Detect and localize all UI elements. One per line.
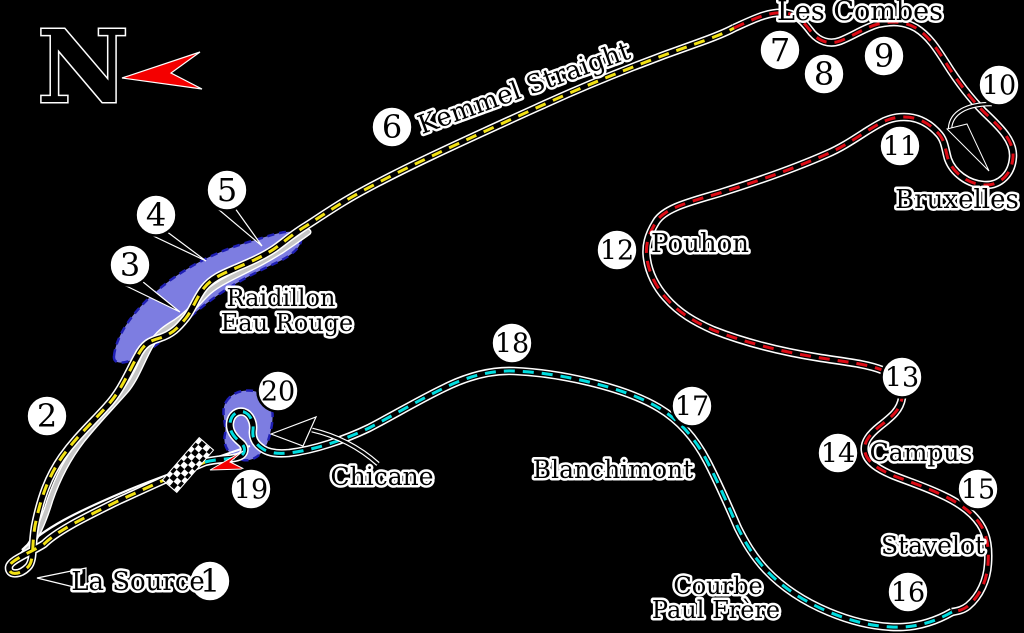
track-sector-1-yellow — [7, 26, 735, 575]
race-direction-arrow — [209, 450, 245, 471]
corner-marker-14: 14 — [816, 431, 860, 475]
chicane-arrowhead — [269, 415, 318, 447]
corner-number-12: 12 — [600, 236, 634, 267]
corner-marker-4: 4 — [134, 193, 178, 237]
chicane-leader — [269, 415, 380, 466]
corner-number-16: 16 — [891, 578, 925, 609]
north-arrow-icon — [121, 51, 203, 90]
corner-number-20: 20 — [261, 377, 295, 408]
corner-marker-20: 20 — [256, 369, 300, 413]
map-label-stavelot: Stavelot — [881, 531, 985, 560]
corner-marker-15: 15 — [956, 467, 1000, 511]
corner-number-6: 6 — [382, 108, 402, 146]
map-label-chicane: Chicane — [330, 462, 433, 491]
corner-number-9: 9 — [874, 37, 894, 75]
corner-number-18: 18 — [495, 329, 529, 360]
map-label-la-source: La Source — [71, 567, 205, 597]
corner-number-2: 2 — [37, 397, 57, 435]
corner-number-19: 19 — [234, 475, 268, 506]
corner-marker-1: 1 — [188, 559, 232, 603]
map-label-raidillon: Raidillon — [227, 284, 336, 312]
corner-number-15: 15 — [961, 475, 995, 506]
corner-marker-2: 2 — [25, 394, 69, 438]
map-label-kemmel-straight: Kemmel Straight — [414, 36, 635, 141]
corner-marker-13: 13 — [880, 355, 924, 399]
north-indicator: N — [36, 7, 203, 128]
corner-marker-18: 18 — [490, 321, 534, 365]
corner-marker-10: 10 — [977, 63, 1021, 107]
corner-marker-9: 9 — [862, 34, 906, 78]
map-label-les-combes: Les Combes — [777, 0, 943, 27]
corner-number-8: 8 — [814, 55, 834, 93]
corner-marker-7: 7 — [758, 28, 802, 72]
corner-number-17: 17 — [675, 392, 709, 423]
corner-marker-19: 19 — [229, 467, 273, 511]
map-label-campus: Campus — [870, 438, 973, 467]
map-label-pouhon: Pouhon — [651, 229, 749, 259]
corner-marker-8: 8 — [802, 52, 846, 96]
start-finish-checkered-line — [161, 436, 215, 494]
corner-number-13: 13 — [885, 363, 919, 394]
corner-number-4: 4 — [146, 196, 166, 234]
map-label-courbe: Courbe — [673, 572, 762, 600]
map-label-paul-fr-re: Paul Frère — [652, 596, 780, 624]
track-sector-2-red — [644, 11, 1015, 614]
turn-10-arrowhead — [946, 123, 990, 172]
corner-marker-11: 11 — [878, 124, 922, 168]
map-label-eau-rouge: Eau Rouge — [221, 309, 353, 337]
leader-wedge-la-source — [36, 567, 87, 591]
corner-number-10: 10 — [982, 71, 1016, 102]
corner-number-14: 14 — [821, 439, 855, 470]
corner-number-11: 11 — [883, 132, 917, 163]
corner-number-5: 5 — [217, 171, 237, 209]
corner-marker-6: 6 — [370, 105, 414, 149]
corner-number-1: 1 — [200, 562, 220, 600]
corner-marker-12: 12 — [595, 228, 639, 272]
map-label-bruxelles: Bruxelles — [895, 185, 1019, 215]
corner-marker-5: 5 — [205, 168, 249, 212]
corner-marker-16: 16 — [886, 570, 930, 614]
turn-10-leader — [946, 101, 993, 172]
corner-marker-3: 3 — [108, 243, 152, 287]
map-label-blanchimont: Blanchimont — [533, 455, 693, 484]
north-letter: N — [37, 8, 128, 126]
track-sector-3-cyan — [204, 369, 953, 629]
corner-marker-17: 17 — [670, 384, 714, 428]
corner-number-7: 7 — [770, 31, 790, 69]
corner-number-3: 3 — [120, 246, 140, 284]
